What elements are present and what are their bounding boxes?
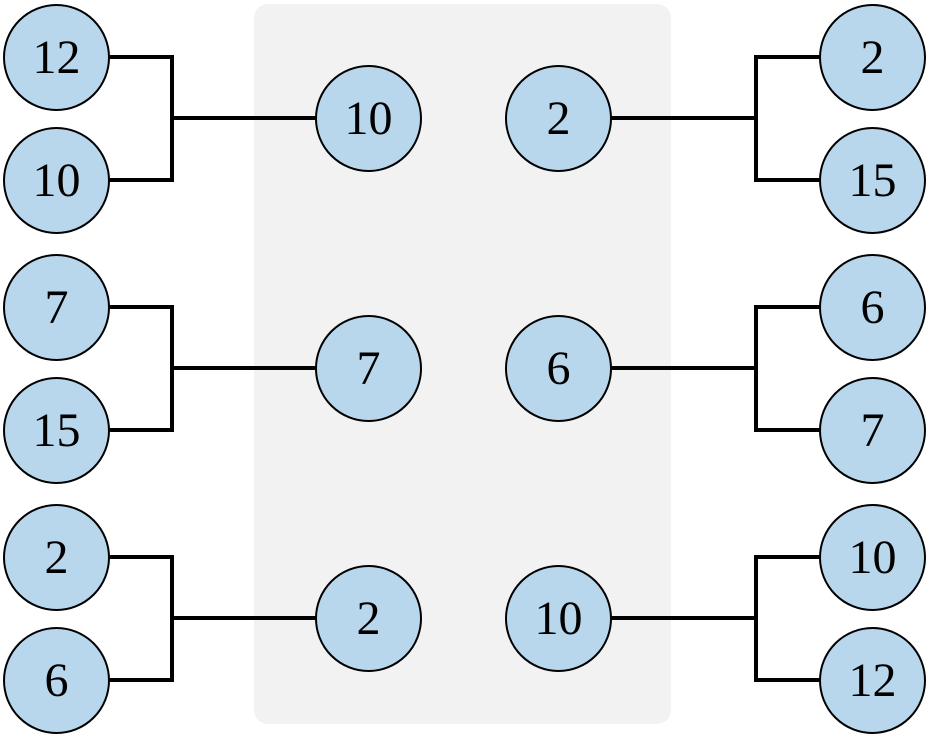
left-pair-top-node: 12 xyxy=(3,4,110,111)
left-bracket-stub-top xyxy=(108,555,174,559)
left-result-node: 2 xyxy=(315,565,422,672)
right-bracket-stub-top xyxy=(754,55,821,59)
right-bracket-stub-bottom xyxy=(754,428,821,432)
right-bracket-main xyxy=(610,616,758,620)
left-pair-bottom-node: 10 xyxy=(3,127,110,234)
right-result-node: 6 xyxy=(505,315,612,422)
right-pair-top-node: 2 xyxy=(819,4,926,111)
right-result-node: 2 xyxy=(505,65,612,172)
right-bracket-vertical xyxy=(754,55,758,182)
right-pair-bottom-node: 15 xyxy=(819,127,926,234)
left-bracket-stub-bottom xyxy=(108,678,174,682)
left-bracket-stub-bottom xyxy=(108,178,174,182)
left-pair-bottom-node: 6 xyxy=(3,627,110,734)
right-bracket-main xyxy=(610,116,758,120)
right-pair-top-node: 6 xyxy=(819,254,926,361)
left-pair-top-node: 7 xyxy=(3,254,110,361)
right-bracket-stub-bottom xyxy=(754,678,821,682)
left-bracket-stub-top xyxy=(108,305,174,309)
left-bracket-main xyxy=(170,116,317,120)
left-pair-bottom-node: 15 xyxy=(3,377,110,484)
right-pair-bottom-node: 7 xyxy=(819,377,926,484)
left-result-node: 7 xyxy=(315,315,422,422)
right-bracket-stub-top xyxy=(754,305,821,309)
right-result-node: 10 xyxy=(505,565,612,672)
left-bracket-main xyxy=(170,616,317,620)
left-bracket-stub-top xyxy=(108,55,174,59)
left-pair-top-node: 2 xyxy=(3,504,110,611)
right-pair-bottom-node: 12 xyxy=(819,627,926,734)
right-bracket-stub-top xyxy=(754,555,821,559)
right-pair-top-node: 10 xyxy=(819,504,926,611)
right-bracket-vertical xyxy=(754,555,758,682)
right-bracket-stub-bottom xyxy=(754,178,821,182)
left-bracket-stub-bottom xyxy=(108,428,174,432)
right-bracket-vertical xyxy=(754,305,758,432)
right-bracket-main xyxy=(610,366,758,370)
left-result-node: 10 xyxy=(315,65,422,172)
left-bracket-main xyxy=(170,366,317,370)
